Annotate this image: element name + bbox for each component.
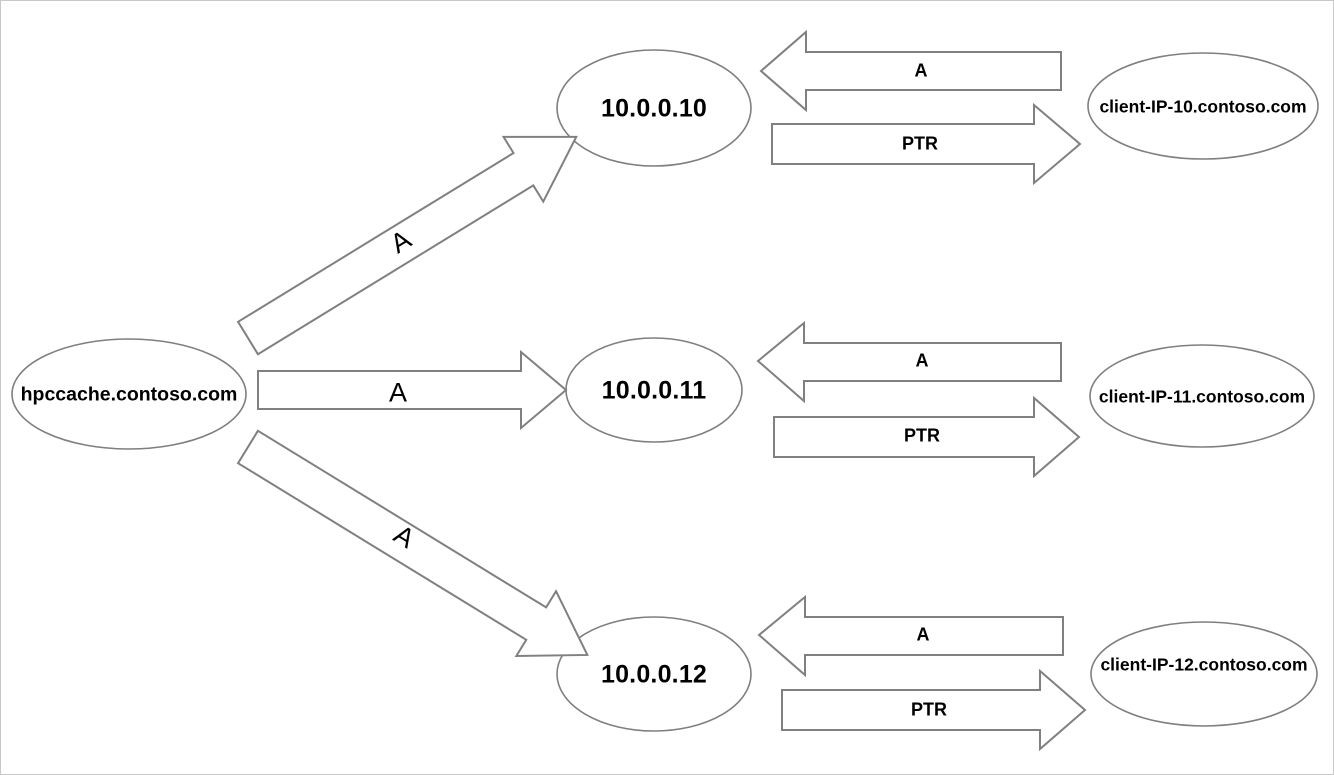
arrow-cache-to-ip-1[interactable] <box>257 349 568 431</box>
node-ellipse-client-0[interactable] <box>1087 52 1319 160</box>
node-ellipse-ip-0[interactable] <box>556 49 752 167</box>
arrow-ptr-row-1[interactable] <box>773 395 1081 479</box>
arrow-a-row-0[interactable] <box>759 29 1062 113</box>
arrow-cache-to-ip-0[interactable] <box>228 104 596 370</box>
arrow-a-row-2[interactable] <box>757 594 1064 678</box>
arrow-ptr-row-2[interactable] <box>781 668 1087 752</box>
node-ellipse-ip-2[interactable] <box>556 616 752 732</box>
node-ellipse-client-1[interactable] <box>1089 344 1315 448</box>
node-ellipse-client-2[interactable] <box>1090 621 1318 727</box>
node-ellipse-cache[interactable] <box>11 338 247 450</box>
arrow-a-row-1[interactable] <box>756 320 1062 404</box>
arrow-cache-to-ip-2[interactable] <box>228 415 607 688</box>
node-ellipse-ip-1[interactable] <box>565 337 743 443</box>
arrow-ptr-row-0[interactable] <box>771 102 1082 186</box>
